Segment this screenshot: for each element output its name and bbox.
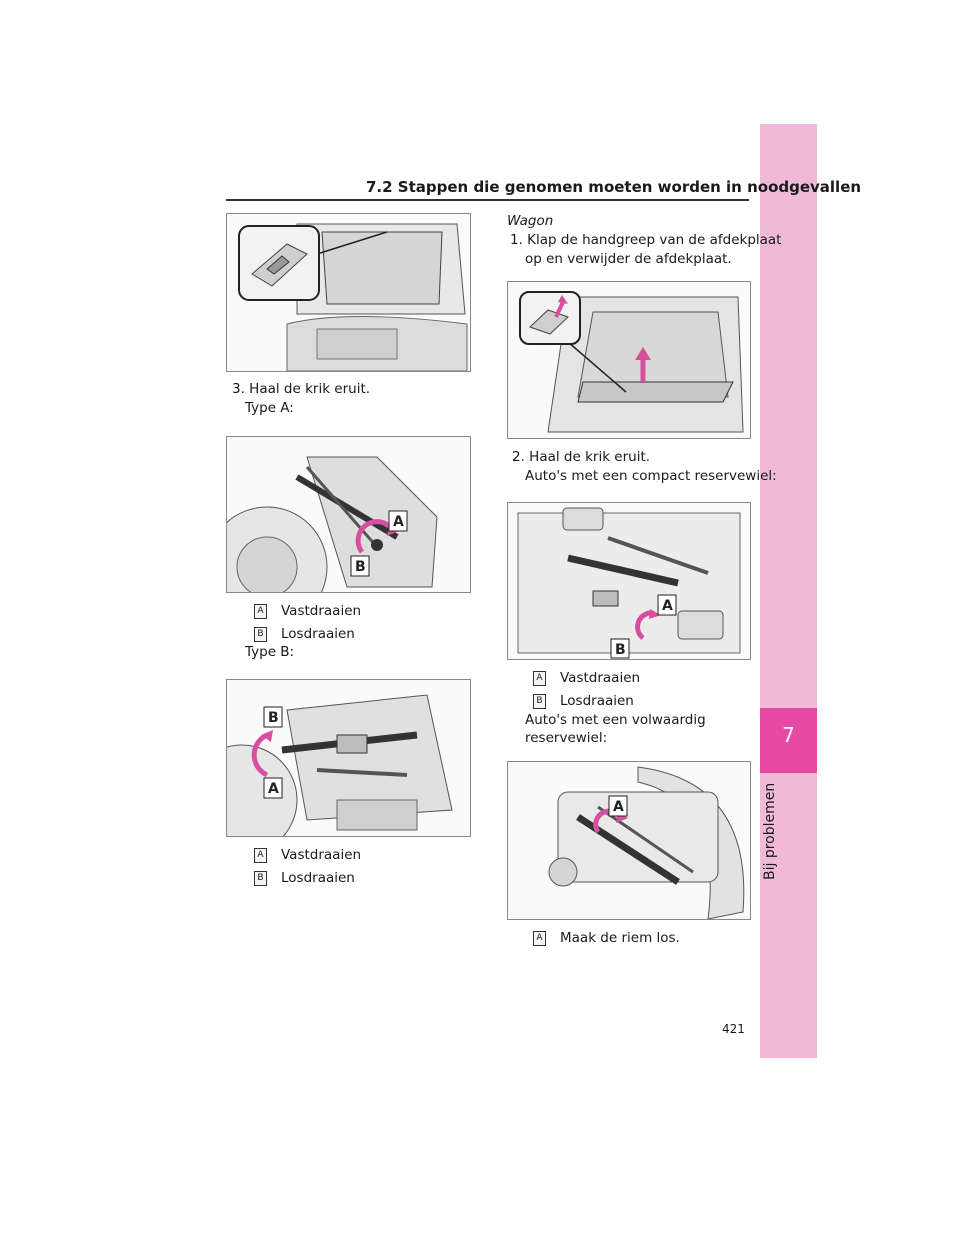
compact-heading: Auto's met een compact reservewiel:	[525, 468, 777, 484]
step2-text: 2. Haal de krik eruit.	[512, 449, 651, 465]
section-title: 7.2 Stappen die genomen moeten worden in…	[366, 178, 862, 196]
fig-label-a: A	[613, 799, 624, 815]
fig-label-a: A	[662, 598, 673, 614]
type-a-heading: Type A:	[245, 400, 294, 416]
figure-jack-compact: A B	[507, 502, 751, 660]
callout-type-b-2: B Losdraaien	[254, 869, 355, 888]
step1-line1: 1. Klap de handgreep van de afdekplaat	[510, 232, 782, 248]
callout-badge: A	[533, 670, 546, 686]
figure-trunk-cover	[226, 213, 471, 372]
step1-line2: op en verwijder de afdekplaat.	[525, 251, 732, 267]
figure-jack-type-b: B A	[226, 679, 471, 837]
callout-badge: B	[533, 693, 546, 709]
callout-badge: B	[254, 870, 267, 886]
chapter-side-tab	[760, 124, 817, 1058]
callout-badge: B	[254, 626, 267, 642]
callout-text: Losdraaien	[281, 626, 355, 642]
callout-text: Losdraaien	[560, 693, 634, 709]
callout-text: Maak de riem los.	[560, 930, 680, 946]
wagon-heading: Wagon	[507, 213, 554, 229]
step3-text: 3. Haal de krik eruit.	[232, 381, 371, 397]
fig-label-b: B	[268, 710, 279, 726]
page-number: 421	[722, 1022, 745, 1036]
figure-jack-full: A	[507, 761, 751, 920]
type-b-heading: Type B:	[245, 644, 295, 660]
callout-text: Losdraaien	[281, 870, 355, 886]
callout-full-1: A Maak de riem los.	[533, 929, 680, 948]
figure-jack-type-a: A B	[226, 436, 471, 593]
header-rule	[226, 199, 749, 201]
chapter-number-box: 7	[760, 708, 817, 773]
callout-text: Vastdraaien	[560, 670, 641, 686]
fig-label-a: A	[268, 781, 279, 797]
callout-badge: A	[533, 930, 546, 946]
chapter-number: 7	[782, 723, 795, 747]
chapter-label: Bij problemen	[762, 782, 778, 880]
callout-compact-1: A Vastdraaien	[533, 669, 640, 688]
callout-type-a-1: A Vastdraaien	[254, 602, 361, 621]
fig-label-b: B	[615, 642, 626, 658]
fig-label-a: A	[393, 514, 404, 530]
callout-type-a-2: B Losdraaien	[254, 625, 355, 644]
figure-wagon-cover	[507, 281, 751, 439]
callout-text: Vastdraaien	[281, 847, 362, 863]
callout-badge: A	[254, 847, 267, 863]
fig-label-b: B	[355, 559, 366, 575]
full-heading-line2: reservewiel:	[525, 730, 608, 746]
full-heading-line1: Auto's met een volwaardig	[525, 712, 706, 728]
callout-type-b-1: A Vastdraaien	[254, 846, 361, 865]
callout-compact-2: B Losdraaien	[533, 692, 634, 711]
callout-badge: A	[254, 603, 267, 619]
callout-text: Vastdraaien	[281, 603, 362, 619]
